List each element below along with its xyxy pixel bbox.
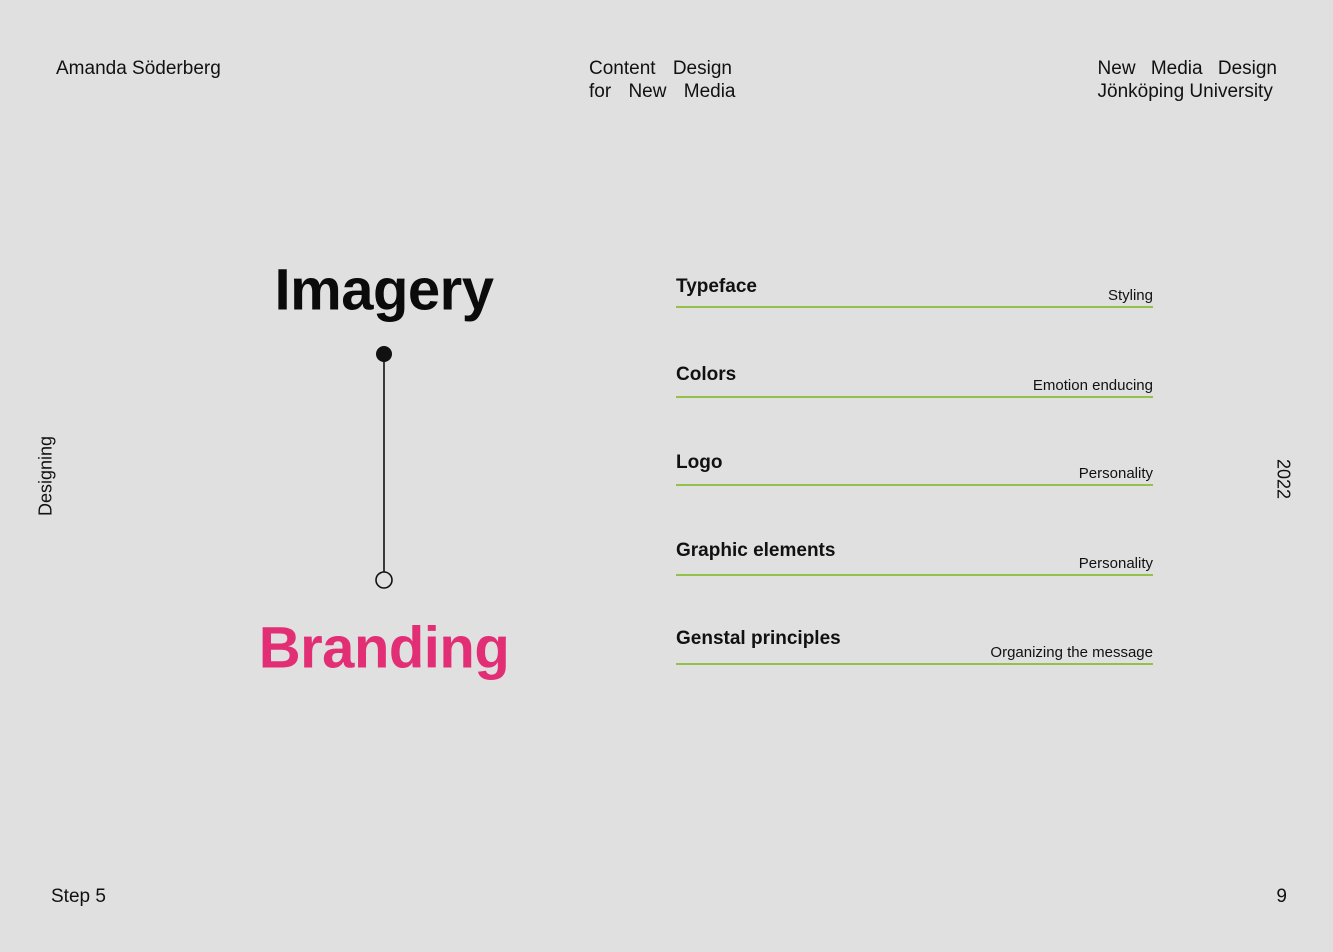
program-info: New Media Design Jönköping University — [1098, 57, 1277, 103]
list-item-title: Graphic elements — [676, 540, 836, 561]
list-item: Colors Emotion enducing — [676, 364, 1153, 398]
diagram-connector — [375, 346, 393, 589]
course-title-line2: for New Media — [589, 81, 736, 102]
list-item-desc: Emotion enducing — [1032, 377, 1153, 394]
list-item: Typeface Styling — [676, 276, 1153, 308]
course-title: Content Design for New Media — [589, 57, 736, 103]
connector-start-dot — [376, 346, 392, 362]
diagram-top-label: Imagery — [274, 257, 494, 323]
list-item: Logo Personality — [676, 452, 1153, 486]
step-label: Step 5 — [51, 886, 106, 907]
year-label: 2022 — [1273, 458, 1294, 500]
list-item-title: Genstal principles — [676, 628, 841, 649]
university-name: Jönköping University — [1097, 81, 1273, 102]
author-name: Amanda Söderberg — [56, 58, 221, 79]
list-item-desc: Organizing the message — [990, 644, 1153, 661]
list-item-desc: Personality — [1078, 555, 1153, 572]
page-number: 9 — [1276, 886, 1287, 907]
program-name: New Media Design — [1097, 58, 1277, 79]
list-item-title: Typeface — [676, 276, 757, 297]
course-title-line1: Content Design — [589, 58, 732, 79]
section-label: Designing — [35, 435, 56, 517]
list-item-desc: Personality — [1078, 465, 1153, 482]
list-item-title: Colors — [676, 364, 737, 385]
list-item-desc: Styling — [1107, 287, 1153, 304]
connector-end-dot — [375, 571, 393, 589]
list-item: Graphic elements Personality — [676, 540, 1153, 576]
list-item: Genstal principles Organizing the messag… — [676, 628, 1153, 665]
list-item-title: Logo — [676, 452, 723, 473]
diagram-bottom-label: Branding — [258, 615, 510, 681]
